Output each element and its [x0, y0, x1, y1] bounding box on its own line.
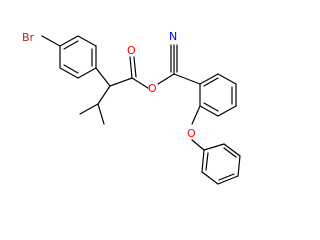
- nitrile-group: [170, 44, 178, 75]
- molecule-diagram: Br N O O O: [22, 30, 241, 185]
- structure-drawing: Br N O O O: [22, 30, 241, 185]
- bond-c-aryl: [173, 73, 201, 85]
- carbonyl-oxygen-label: O: [127, 44, 136, 57]
- bromophenyl-ring: [59, 35, 97, 79]
- ether-oxygen-label: O: [187, 127, 196, 140]
- bromine-label: Br: [22, 31, 35, 44]
- bond-c-br: [41, 35, 61, 47]
- ester-group: [109, 56, 175, 89]
- phenyl-ring: [201, 143, 241, 185]
- ether-linkage: [191, 105, 205, 151]
- nitrogen-label: N: [169, 30, 177, 43]
- isopropyl-chain: [79, 67, 111, 125]
- phenoxyphenyl-ring: [199, 73, 237, 117]
- ester-oxygen-label: O: [148, 82, 157, 95]
